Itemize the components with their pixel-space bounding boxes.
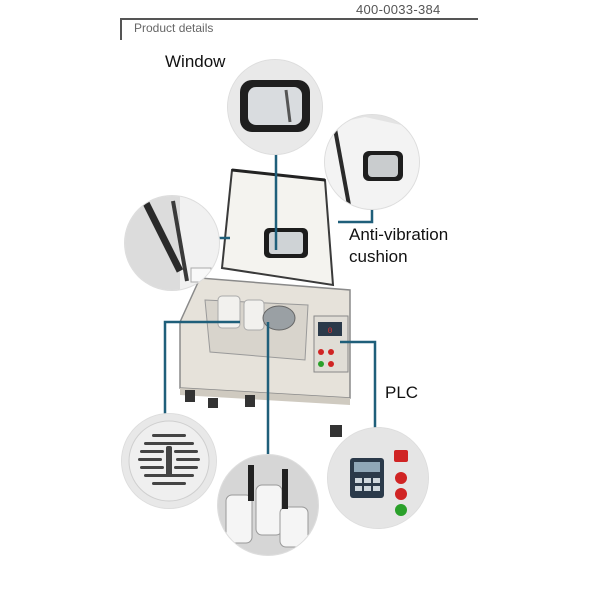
callout-window-label: Window — [165, 52, 226, 71]
plc-panel-detail-photo — [328, 428, 428, 528]
callout-anti-vibration-label: Anti-vibration cushion — [349, 224, 448, 268]
header-tick — [120, 18, 122, 40]
window-detail-photo — [228, 60, 322, 154]
callout-anti-vibration-line2: cushion — [349, 247, 408, 266]
gas-spring-detail-photo — [125, 196, 219, 290]
svg-text:0: 0 — [328, 327, 333, 336]
section-title: Product details — [134, 21, 214, 35]
phone-number[interactable]: 400-0033-384 — [356, 2, 441, 17]
vent-grille-detail-photo — [122, 414, 216, 508]
callout-anti-vibration-line1: Anti-vibration — [349, 225, 449, 244]
lid-hinge-detail-photo — [325, 115, 419, 209]
callout-plc-label: PLC — [385, 383, 419, 402]
grinding-jars-detail-photo — [218, 455, 318, 555]
header-rule — [120, 18, 478, 20]
